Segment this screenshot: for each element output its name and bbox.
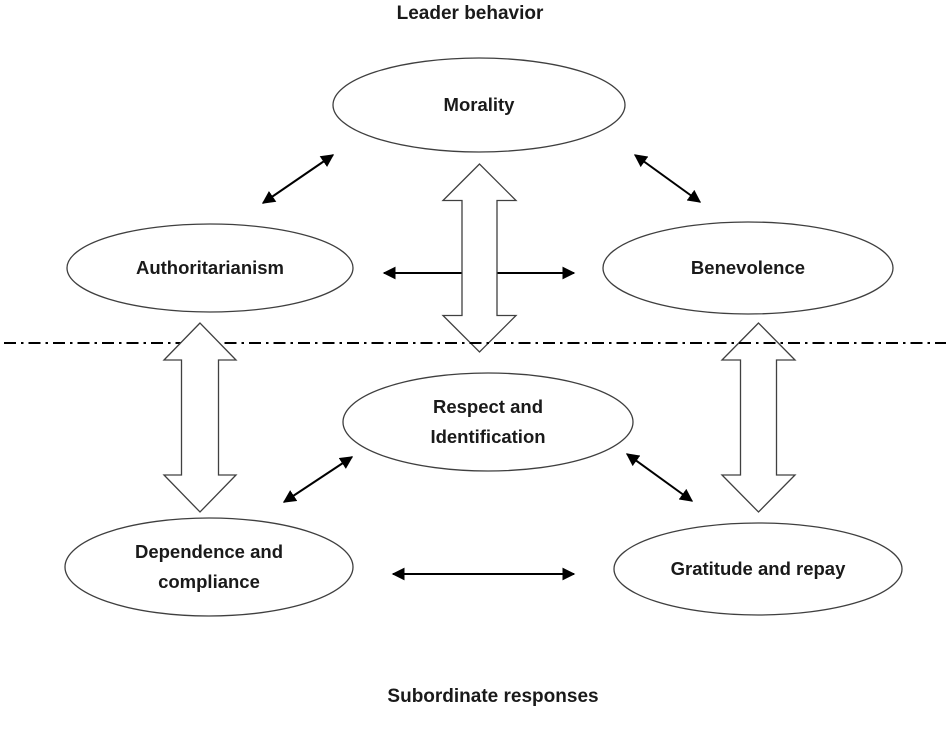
ellipse-morality bbox=[332, 57, 626, 153]
block-arrow-benevolence-gratitude bbox=[720, 322, 797, 513]
ellipse-benevolence bbox=[602, 221, 894, 315]
block-arrow-morality-respect bbox=[441, 163, 518, 353]
block-arrow-authoritarianism-dependence bbox=[162, 322, 238, 513]
subordinate-responses-title: Subordinate responses bbox=[387, 686, 599, 707]
ellipse-gratitude-repay bbox=[613, 522, 903, 616]
arrow-morality-authoritarianism bbox=[261, 154, 335, 204]
arrow-morality-benevolence bbox=[633, 154, 702, 203]
ellipse-respect-identification bbox=[342, 372, 634, 472]
arrow-respect-gratitude bbox=[625, 453, 694, 502]
arrow-respect-dependence bbox=[282, 456, 354, 503]
ellipse-dependence-compliance bbox=[64, 517, 354, 617]
leader-behavior-title: Leader behavior bbox=[396, 3, 544, 24]
ellipse-authoritarianism bbox=[66, 223, 354, 313]
